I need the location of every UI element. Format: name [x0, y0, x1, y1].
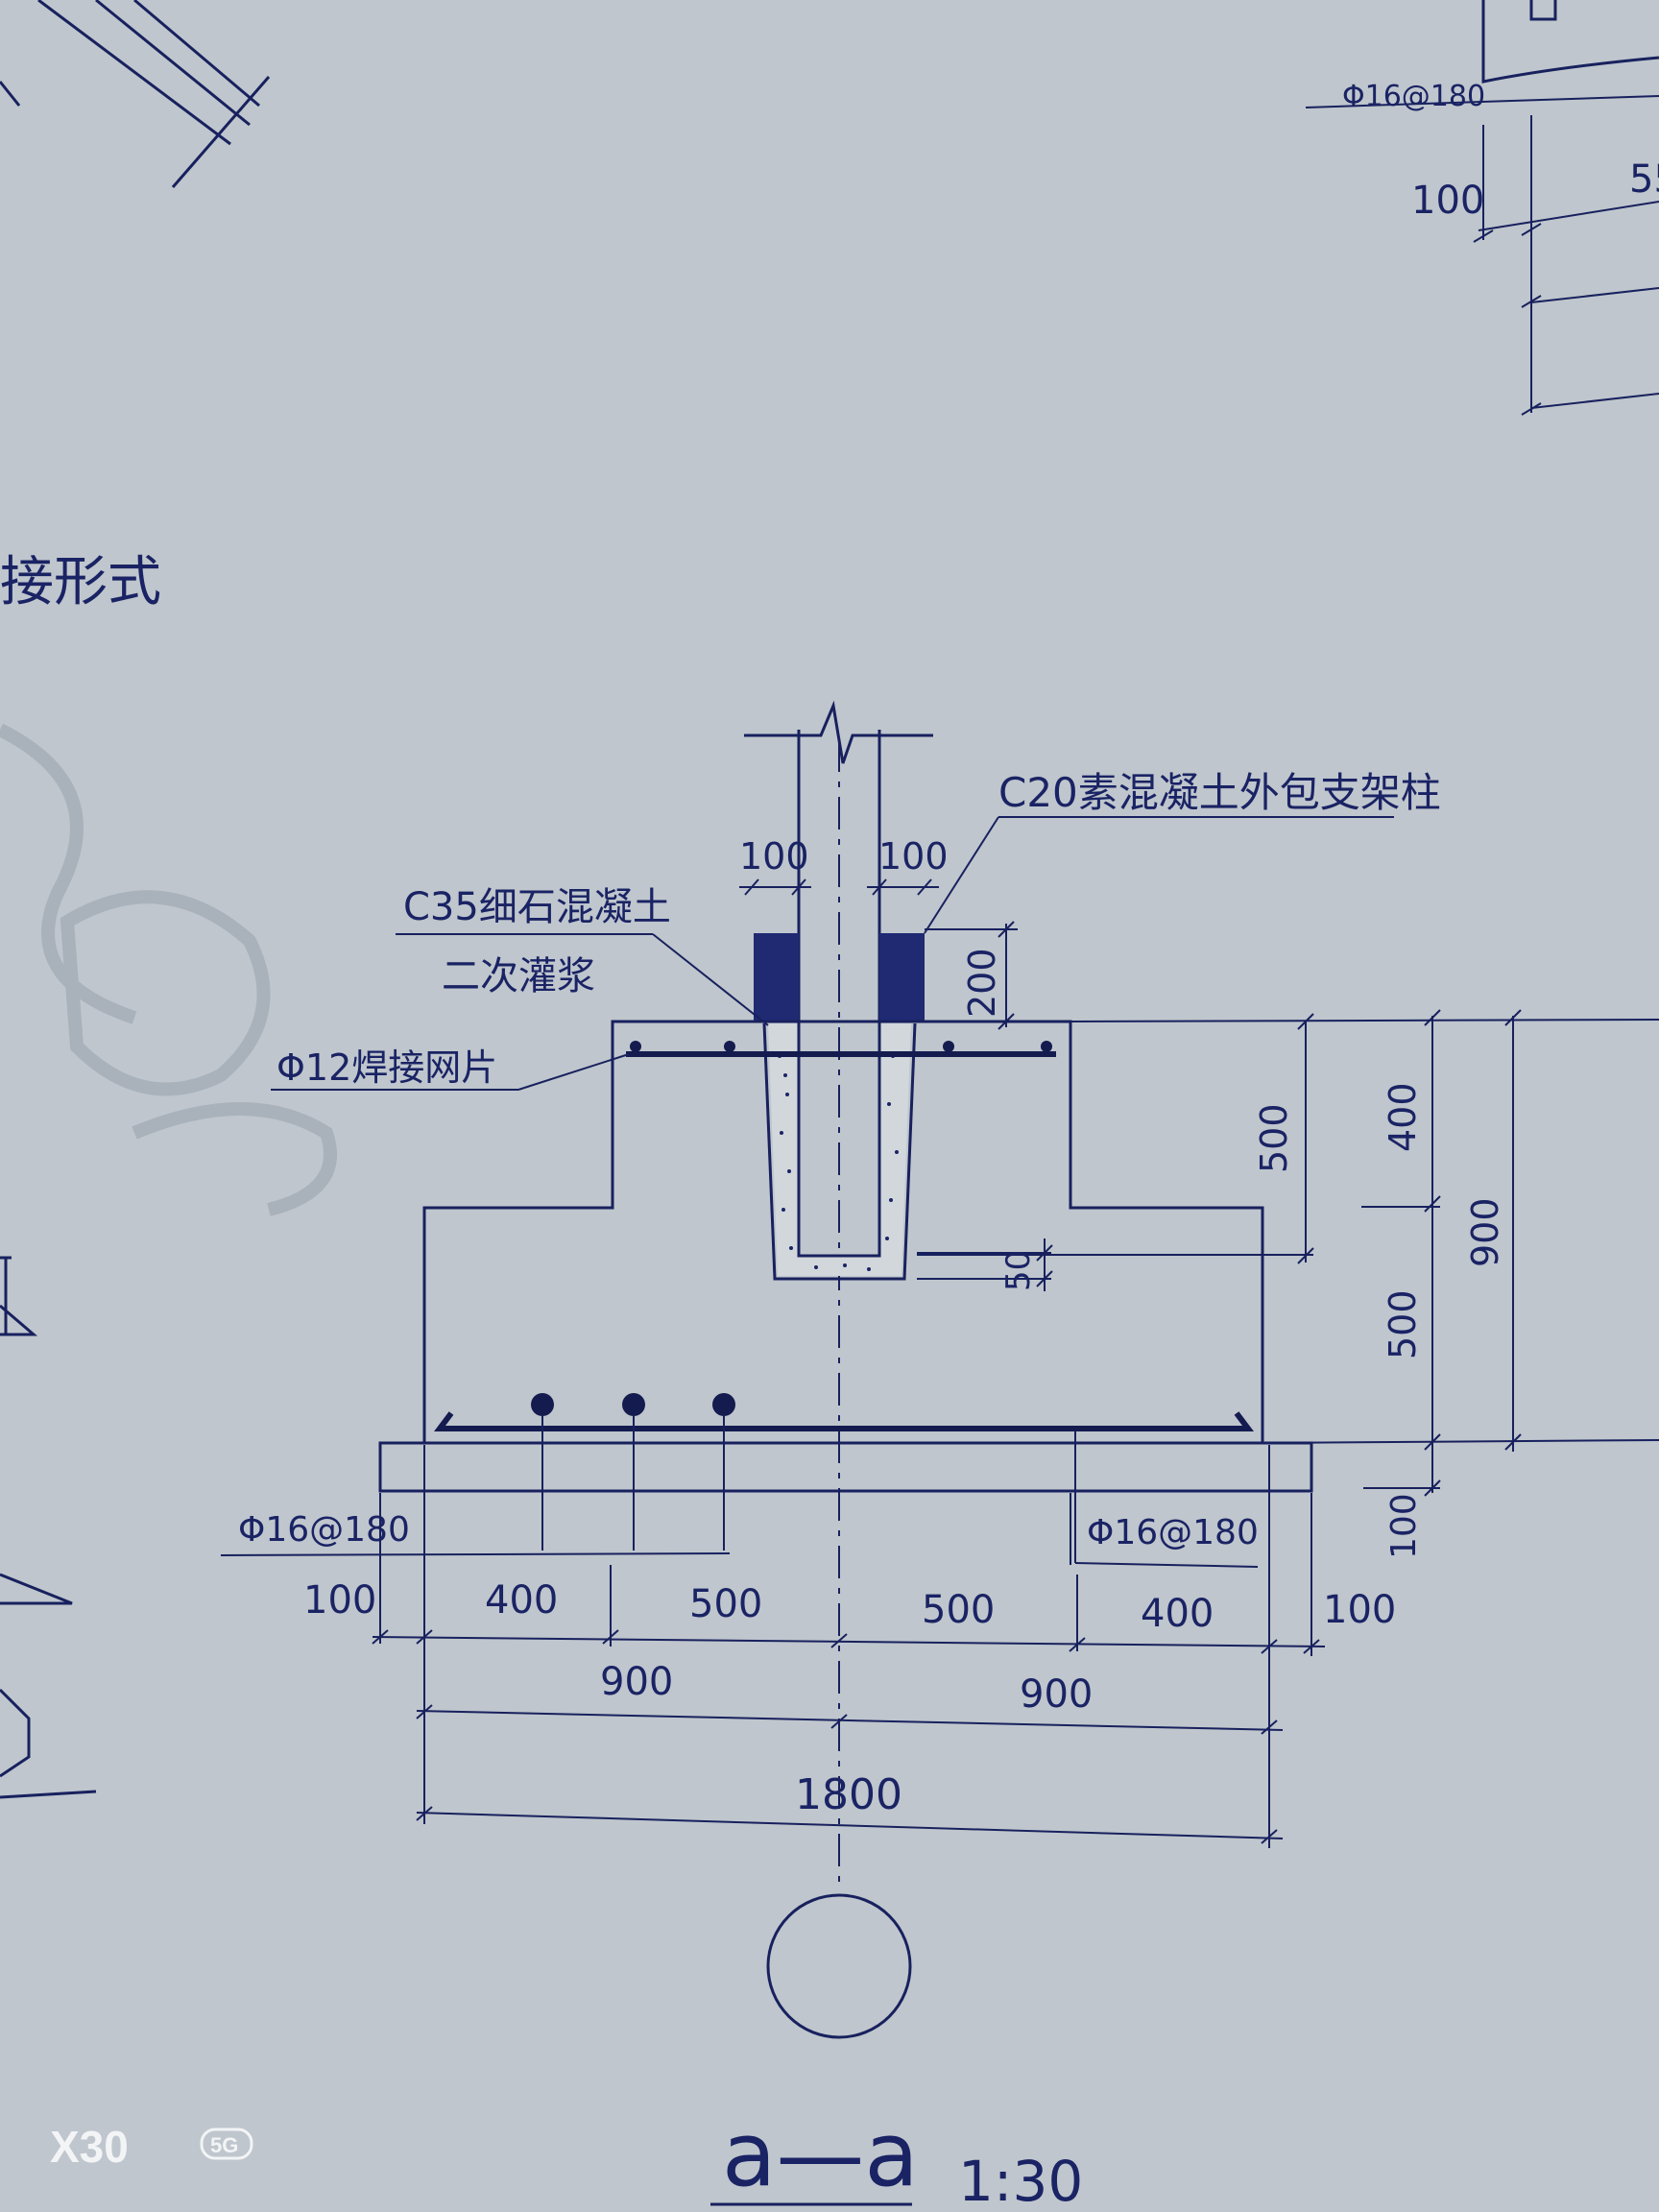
dim-total-height: 900	[1464, 1197, 1506, 1267]
right-vertical-dims: 500 400 500 100 900	[917, 1009, 1659, 1559]
left-edge-marks	[0, 1256, 97, 1799]
dim-h-100-right: 100	[1323, 1588, 1396, 1632]
socket-bottom-dim: 50	[917, 1238, 1053, 1291]
dim-socket-depth: 500	[1253, 1103, 1295, 1173]
encasement-block-right	[879, 933, 925, 1022]
rebar-dot	[622, 1393, 645, 1416]
note-outer-concrete: C20素混凝土外包支架柱	[998, 769, 1441, 816]
support-column	[744, 700, 933, 1891]
leader-lines	[271, 816, 1394, 1091]
dim-h-500-right: 500	[922, 1588, 995, 1632]
note-mesh: Φ12焊接网片	[276, 1046, 497, 1089]
dim-socket-bottom: 50	[999, 1250, 1038, 1291]
rebar-label-top-right: Φ16@180	[1342, 80, 1485, 113]
dim-lower-step: 500	[1382, 1289, 1424, 1359]
note-grout-line1: C35细石混凝土	[403, 885, 671, 929]
dim-top-right-100: 100	[1411, 179, 1484, 223]
rebar-dot	[712, 1393, 735, 1416]
rebar-label-right: Φ16@180	[1087, 1513, 1259, 1552]
top-right-partial-drawing: Φ16@180 100 55	[1305, 0, 1659, 416]
dim-top-right-55: 55	[1629, 157, 1659, 202]
dim-h-400-left: 400	[485, 1578, 558, 1623]
dim-col-right: 100	[878, 835, 949, 878]
section-scale: 1:30	[958, 2149, 1083, 2212]
dim-h-900-left: 900	[600, 1660, 673, 1704]
grout-socket	[762, 1022, 917, 1281]
dim-h-100-left: 100	[303, 1578, 376, 1623]
bottom-rebar	[434, 1411, 1254, 1431]
dim-pedestal: 200	[961, 948, 1003, 1018]
section-title: a—a	[722, 2104, 919, 2206]
rebar-dot	[531, 1393, 554, 1416]
encasement-block-left	[754, 933, 799, 1022]
dim-h-500-left: 500	[689, 1582, 762, 1626]
camera-watermark-brand: X30	[50, 2122, 129, 2172]
horizontal-dims: 100 400 500 500 400 100 900 900 1800	[303, 1445, 1396, 1848]
left-edge-title-fragment: 接形式	[0, 551, 161, 613]
section-marker-circle	[766, 1893, 912, 2039]
camera-watermark-network: 5G	[210, 2133, 238, 2157]
note-grout-line2: 二次灌浆	[442, 954, 595, 998]
background-watermark-shapes	[0, 723, 337, 1216]
dim-base-pad: 100	[1384, 1493, 1424, 1559]
dim-h-total: 1800	[795, 1770, 902, 1819]
camera-watermark-badge	[200, 2128, 253, 2160]
base-pad	[378, 1441, 1313, 1493]
dim-h-900-right: 900	[1020, 1672, 1093, 1717]
rebar-label-left: Φ16@180	[238, 1510, 410, 1550]
column-width-dims: 100 100	[739, 835, 949, 896]
dim-h-400-right: 400	[1141, 1592, 1214, 1636]
reinforcement	[220, 1041, 1259, 1568]
dim-col-left: 100	[739, 835, 809, 878]
corner-line-art	[0, 0, 271, 188]
dim-upper-step: 400	[1382, 1082, 1424, 1152]
pedestal-height-dim: 200	[925, 921, 1018, 1030]
